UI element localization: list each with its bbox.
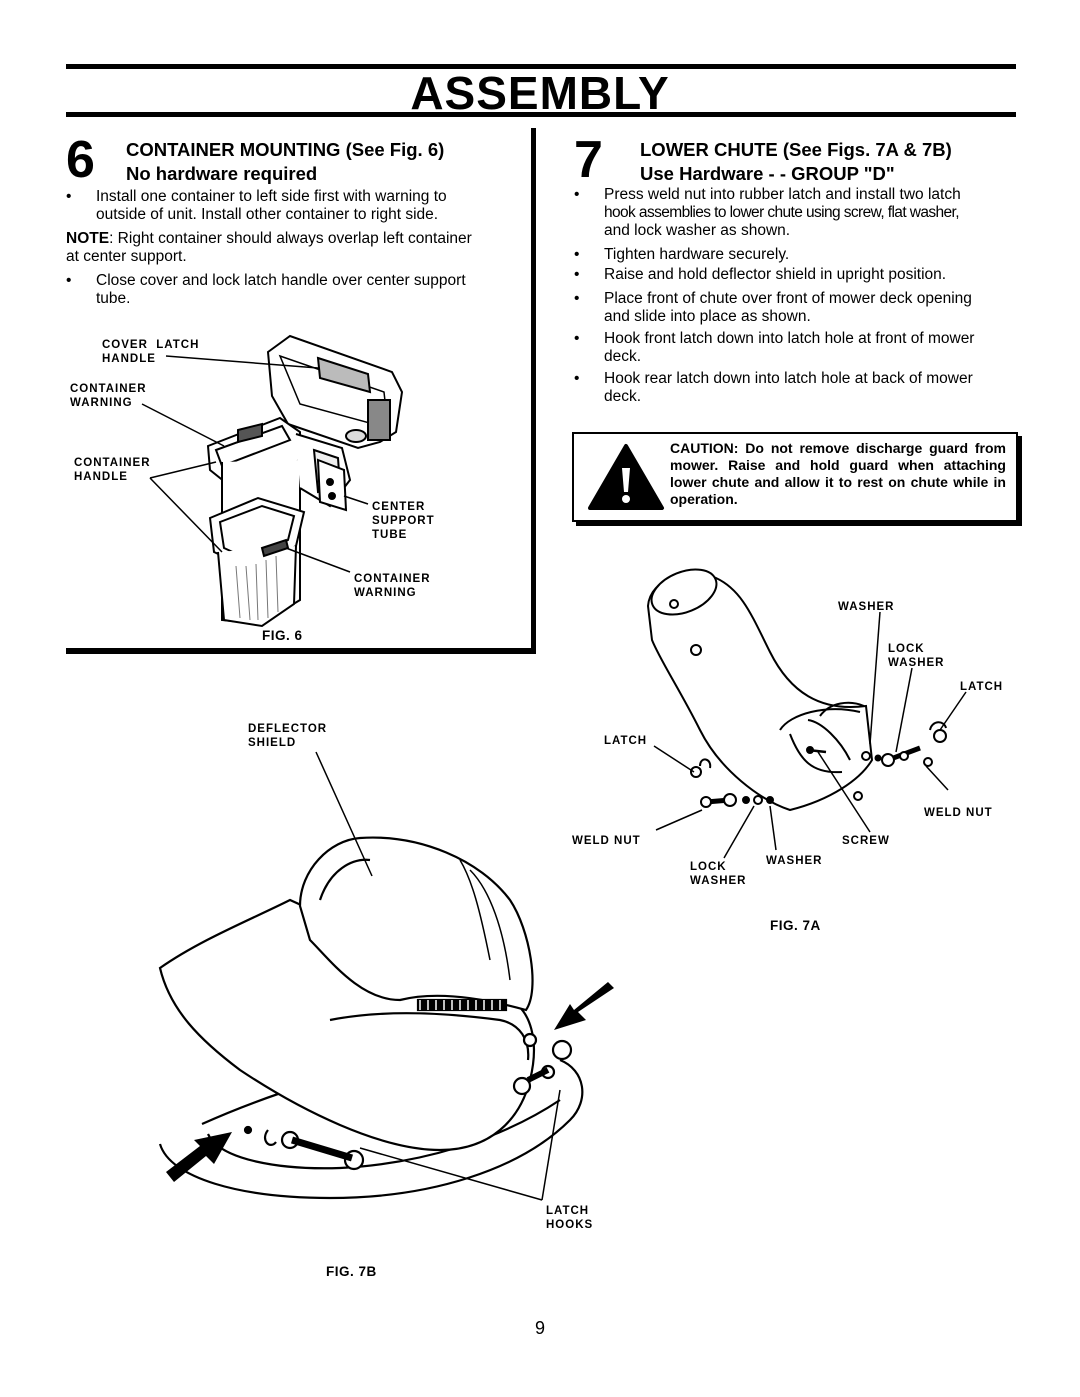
caution-box: CAUTION: Do not remove discharge guard f… — [572, 432, 1018, 522]
step6-bullet1-line2: outside of unit. Install other container… — [96, 206, 439, 223]
bullet-dot: • — [574, 330, 580, 347]
bullet-dot: • — [66, 188, 72, 205]
step7-bullet5-line1: Hook front latch down into latch hole at… — [604, 330, 975, 347]
step7-bullet6-line2: deck. — [604, 388, 642, 405]
step7-bullet5-line2: deck. — [604, 348, 642, 365]
fig6-label-container-warning-bottom: CONTAINER WARNING — [354, 573, 431, 599]
step7-bullet1-line1: Press weld nut into rubber latch and ins… — [604, 186, 961, 203]
page-title: ASSEMBLY — [410, 67, 670, 119]
bullet-dot: • — [66, 272, 72, 289]
step7-bullet4-line2: and slide into place as shown. — [604, 308, 811, 325]
step7-bullet6-line1: Hook rear latch down into latch hole at … — [604, 370, 973, 387]
column-divider — [531, 128, 536, 654]
fig6-label-cover-latch-handle: COVER LATCH HANDLE — [102, 339, 200, 365]
bullet-dot: • — [574, 370, 580, 387]
step7-bullet1-line3: and lock washer as shown. — [604, 222, 791, 239]
step6-bullet2-line1: Close cover and lock latch handle over c… — [96, 272, 466, 289]
fig7b-label-deflector-shield: DEFLECTOR SHIELD — [248, 723, 328, 749]
arrow-right-icon — [554, 982, 614, 1030]
fig6-caption: FIG. 6 — [262, 628, 303, 643]
fig7b-caption: FIG. 7B — [326, 1264, 377, 1279]
step6-bullet1-line1: Install one container to left side first… — [96, 188, 447, 205]
warning-triangle-icon — [588, 444, 664, 510]
fig6-label-container-warning-top: CONTAINER WARNING — [70, 383, 147, 409]
step7-heading-line2: Use Hardware - - GROUP "D" — [640, 163, 895, 184]
fig7a-label-latch-right: LATCH — [960, 681, 1004, 693]
fig7a-label-lock-washer-bottom: LOCK WASHER — [690, 861, 747, 887]
bullet-dot: • — [574, 246, 580, 263]
bullet-dot: • — [574, 290, 580, 307]
arrow-left-icon — [166, 1132, 232, 1182]
page-number: 9 — [534, 1318, 545, 1338]
bullet-dot: • — [574, 186, 580, 203]
step7-bullet2-line1: Tighten hardware securely. — [604, 246, 790, 263]
step7-bullet1-line2: hook assemblies to lower chute using scr… — [604, 204, 960, 221]
mower-deck — [158, 1058, 584, 1200]
step6-heading-line1: CONTAINER MOUNTING (See Fig. 6) — [126, 139, 445, 160]
lower-chute-large — [158, 898, 535, 1152]
fig6-bottom-rule — [66, 648, 536, 654]
note-label: NOTE — [66, 230, 110, 247]
header-rule-top — [66, 64, 1016, 69]
step6-bullet2-line2: tube. — [96, 290, 131, 307]
fig7a-label-washer-bottom: WASHER — [766, 855, 823, 867]
fig7a-label-screw: SCREW — [842, 835, 890, 847]
step7-number: 7 — [574, 131, 603, 189]
fig6-label-center-support-tube: CENTER SUPPORT TUBE — [372, 501, 435, 541]
step7-bullet4-line1: Place front of chute over front of mower… — [604, 290, 972, 307]
note-line1: : Right container should always overlap … — [109, 230, 472, 247]
fig7a-caption: FIG. 7A — [770, 918, 821, 933]
step7-bullet3-line1: Raise and hold deflector shield in uprig… — [604, 266, 947, 283]
fig7a-label-weld-nut-right: WELD NUT — [924, 807, 993, 819]
step7-heading-line1: LOWER CHUTE (See Figs. 7A & 7B) — [640, 139, 952, 160]
step6-number: 6 — [66, 131, 95, 189]
fig7a-label-weld-nut-left: WELD NUT — [572, 835, 641, 847]
fig7a-label-lock-washer-right: LOCK WASHER — [888, 643, 945, 669]
caution-text: CAUTION: Do not remove discharge guard f… — [670, 440, 1006, 507]
fig7a-label-latch-left: LATCH — [604, 735, 648, 747]
fig7b-label-latch-hooks: LATCH HOOKS — [546, 1205, 594, 1231]
fig7a-label-washer-top: WASHER — [838, 601, 895, 613]
bullet-dot: • — [574, 266, 580, 283]
deflector-shield — [298, 836, 534, 1012]
fig6-label-container-handle: CONTAINER HANDLE — [74, 457, 151, 483]
step6-heading-line2: No hardware required — [126, 163, 318, 184]
note-line2: at center support. — [66, 248, 187, 265]
step6-note: NOTE: Right container should always over… — [66, 230, 516, 266]
header-rule-bottom — [66, 112, 1016, 117]
